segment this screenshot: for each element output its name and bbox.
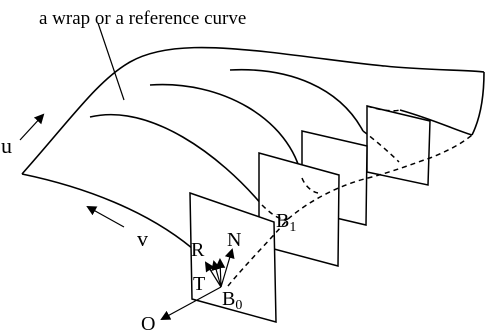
n-label: N [227, 229, 241, 251]
u-label: u [1, 133, 12, 158]
vector-N [220, 248, 235, 288]
b1-letter: B [276, 210, 289, 232]
normal-plane-4 [366, 105, 431, 186]
b0-subscript: 0 [235, 298, 242, 313]
b0-label: B0 [222, 288, 242, 313]
b1-subscript: 1 [289, 220, 296, 235]
surface-curve-4 [399, 109, 473, 136]
surface-bottom-edge [21, 173, 201, 256]
surface-right-edge [471, 71, 485, 136]
v-direction-arrow [86, 206, 125, 228]
surface-curve-3 [229, 68, 364, 132]
plane-group [189, 105, 431, 323]
b0-letter: B [222, 288, 235, 310]
curve-2-dashed-segment [301, 177, 319, 194]
vector-extra [215, 258, 226, 288]
t-label: T [193, 273, 205, 295]
surface [21, 46, 485, 256]
vector-O [160, 286, 222, 320]
curve-3-dashed-segment [362, 130, 400, 163]
vector-R [204, 261, 222, 288]
curve-4-dashed-segment [366, 105, 401, 112]
b1-label: B1 [276, 210, 296, 235]
title-label: a wrap or a reference curve [39, 8, 246, 29]
u-direction-arrow [19, 113, 45, 141]
reference-curve-dashed [227, 134, 473, 287]
frame-vectors [160, 248, 235, 320]
v-label: v [137, 226, 148, 251]
o-label: O [141, 313, 155, 334]
vector-T [211, 260, 222, 288]
title-leader-line [97, 22, 125, 101]
surface-front-edge [21, 46, 485, 175]
curve-1-dashed-segment [261, 204, 289, 221]
surface-curve-1 [89, 113, 263, 206]
r-label: R [191, 239, 205, 261]
surface-curve-2 [149, 83, 303, 179]
normal-plane-2 [258, 152, 340, 267]
